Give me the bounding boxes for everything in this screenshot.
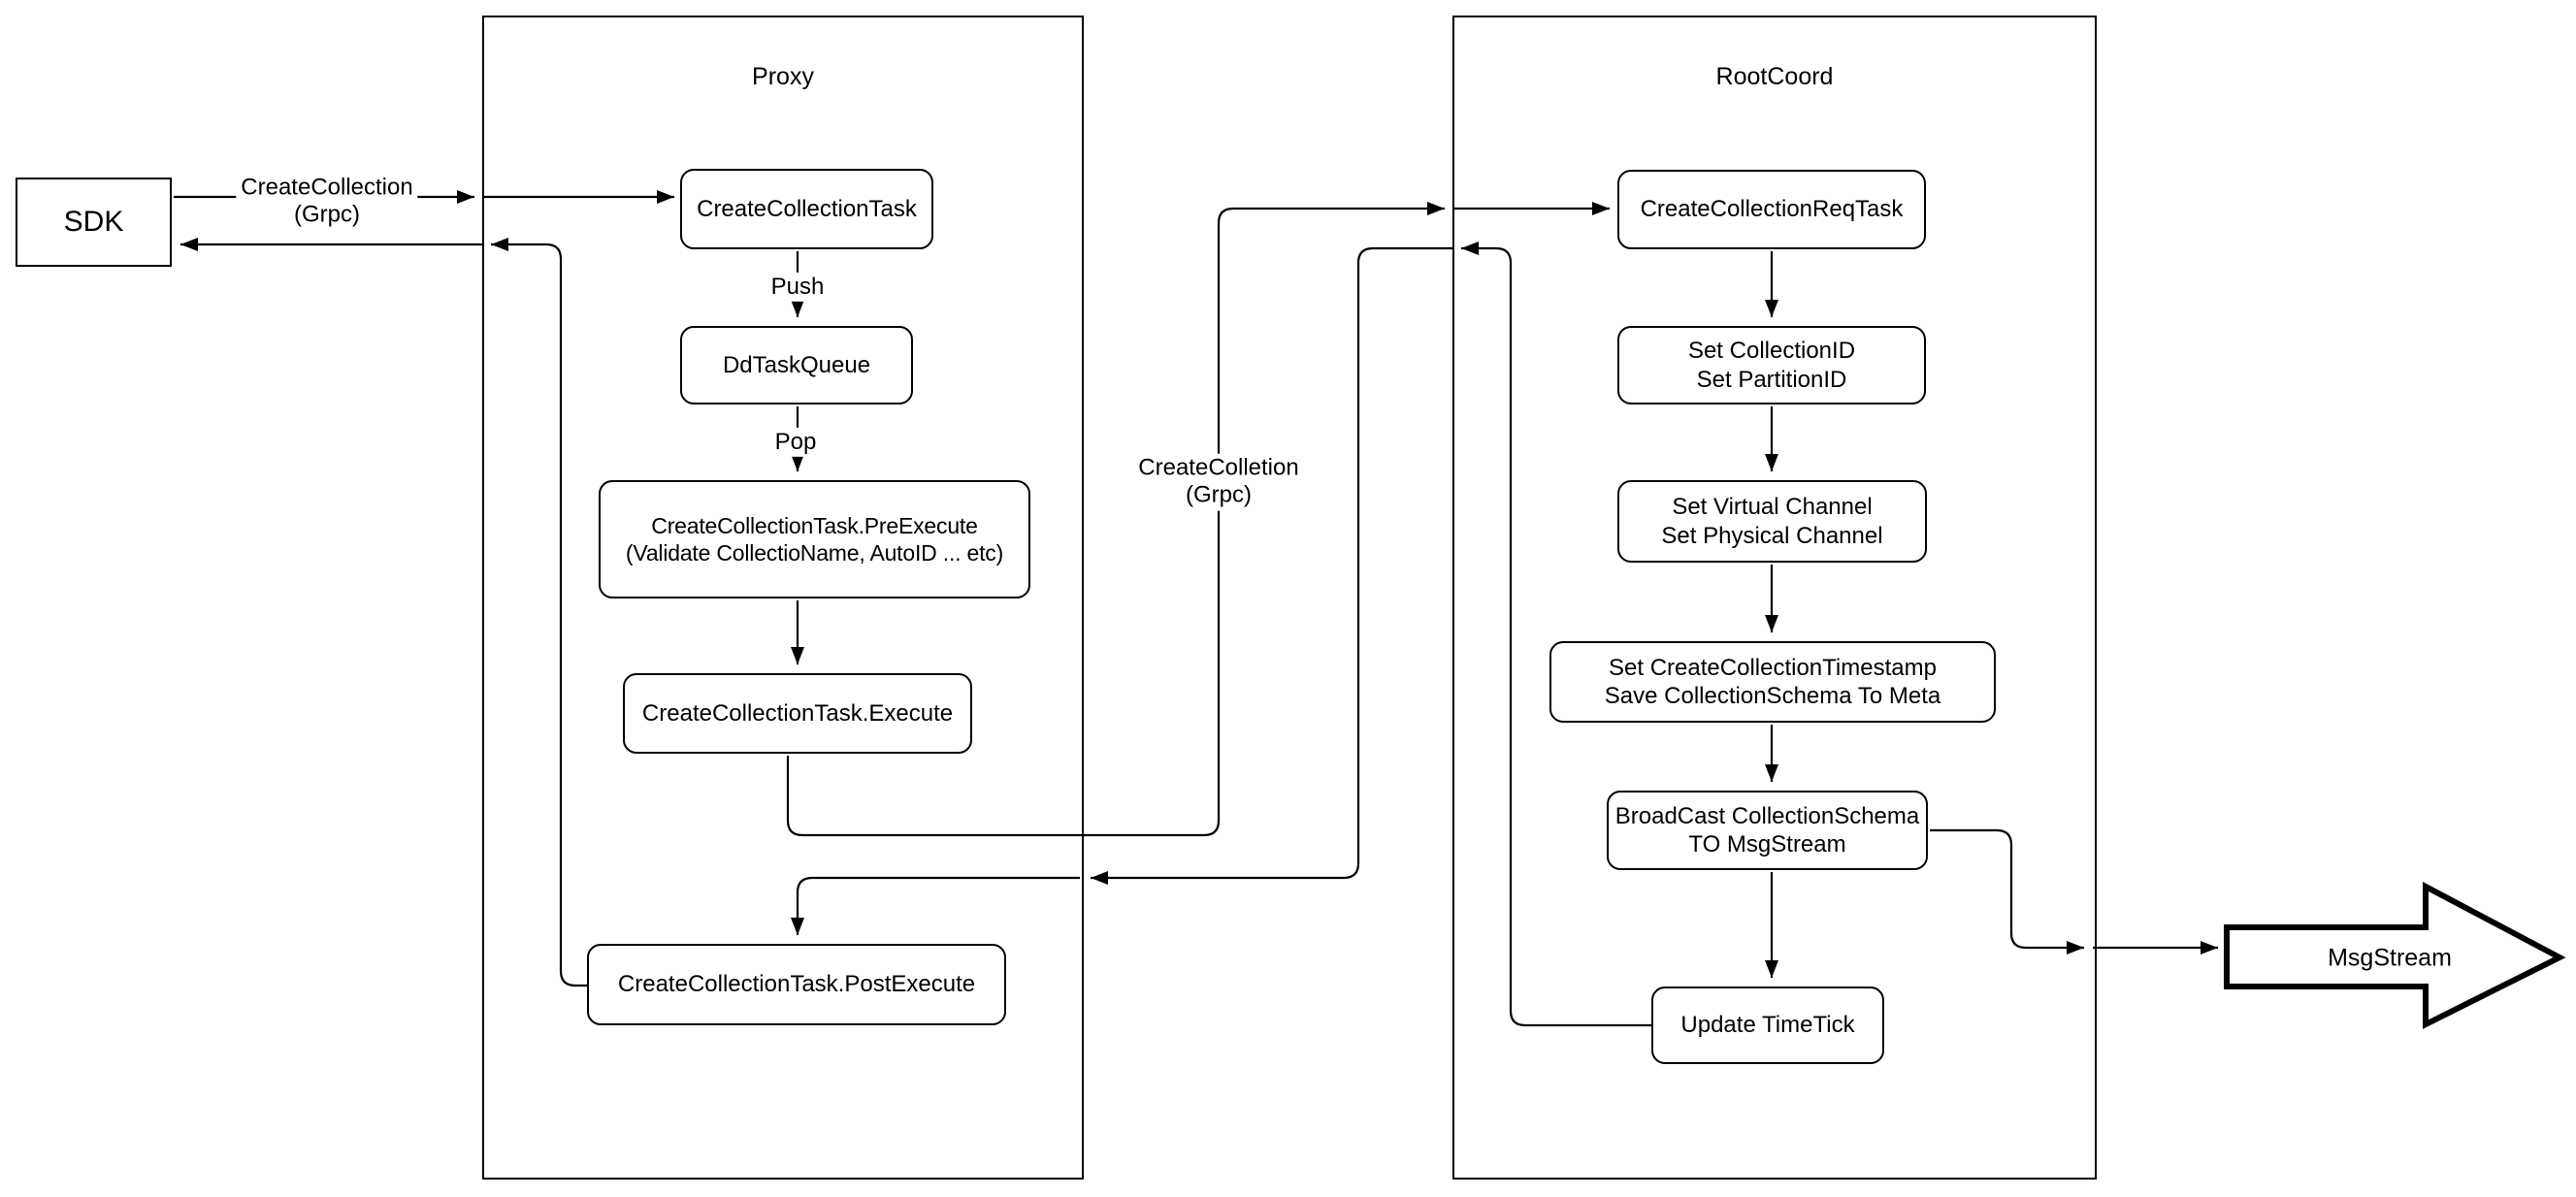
node-set-virtual-physical-channel: Set Virtual Channel Set Physical Channel (1617, 480, 1927, 563)
msgstream-arrow-shape (2224, 882, 2566, 1029)
edge-label-createcolletion-grpc: CreateColletion (Grpc) (1133, 453, 1304, 511)
container-rootcoord: RootCoord (1452, 16, 2097, 1180)
edge-execute-to-rootcoord (786, 202, 1445, 837)
node-sdk: SDK (16, 178, 172, 267)
edge-updatetimetick-return (1461, 242, 1651, 1027)
edge-label-createcollection-grpc: CreateCollection (Grpc) (236, 173, 418, 231)
edge-return-to-postexecute (791, 876, 1080, 935)
edge-return-to-proxy (1091, 246, 1452, 885)
node-set-timestamp-save-schema: Set CreateCollectionTimestamp Save Colle… (1549, 641, 1996, 723)
container-proxy: Proxy (482, 16, 1084, 1180)
node-set-collection-partition-id: Set CollectionID Set PartitionID (1617, 326, 1926, 404)
node-post-execute: CreateCollectionTask.PostExecute (587, 944, 1006, 1025)
edge-label-push: Push (766, 272, 830, 303)
container-rootcoord-title: RootCoord (1715, 63, 1834, 90)
node-dd-task-queue: DdTaskQueue (680, 326, 913, 404)
node-broadcast-collectionschema: BroadCast CollectionSchema TO MsgStream (1607, 791, 1928, 870)
container-proxy-title: Proxy (752, 63, 814, 90)
edge-broadcast-to-boundary (1930, 828, 2084, 954)
node-execute: CreateCollectionTask.Execute (623, 673, 972, 754)
edge-label-pop: Pop (769, 427, 822, 458)
node-create-collection-task: CreateCollectionTask (680, 169, 933, 249)
edge-postexecute-return (491, 238, 587, 987)
node-create-collection-req-task: CreateCollectionReqTask (1617, 170, 1926, 249)
node-pre-execute: CreateCollectionTask.PreExecute (Validat… (599, 480, 1030, 598)
node-update-timetick: Update TimeTick (1651, 987, 1884, 1064)
msgstream-label: MsgStream (2328, 944, 2452, 972)
